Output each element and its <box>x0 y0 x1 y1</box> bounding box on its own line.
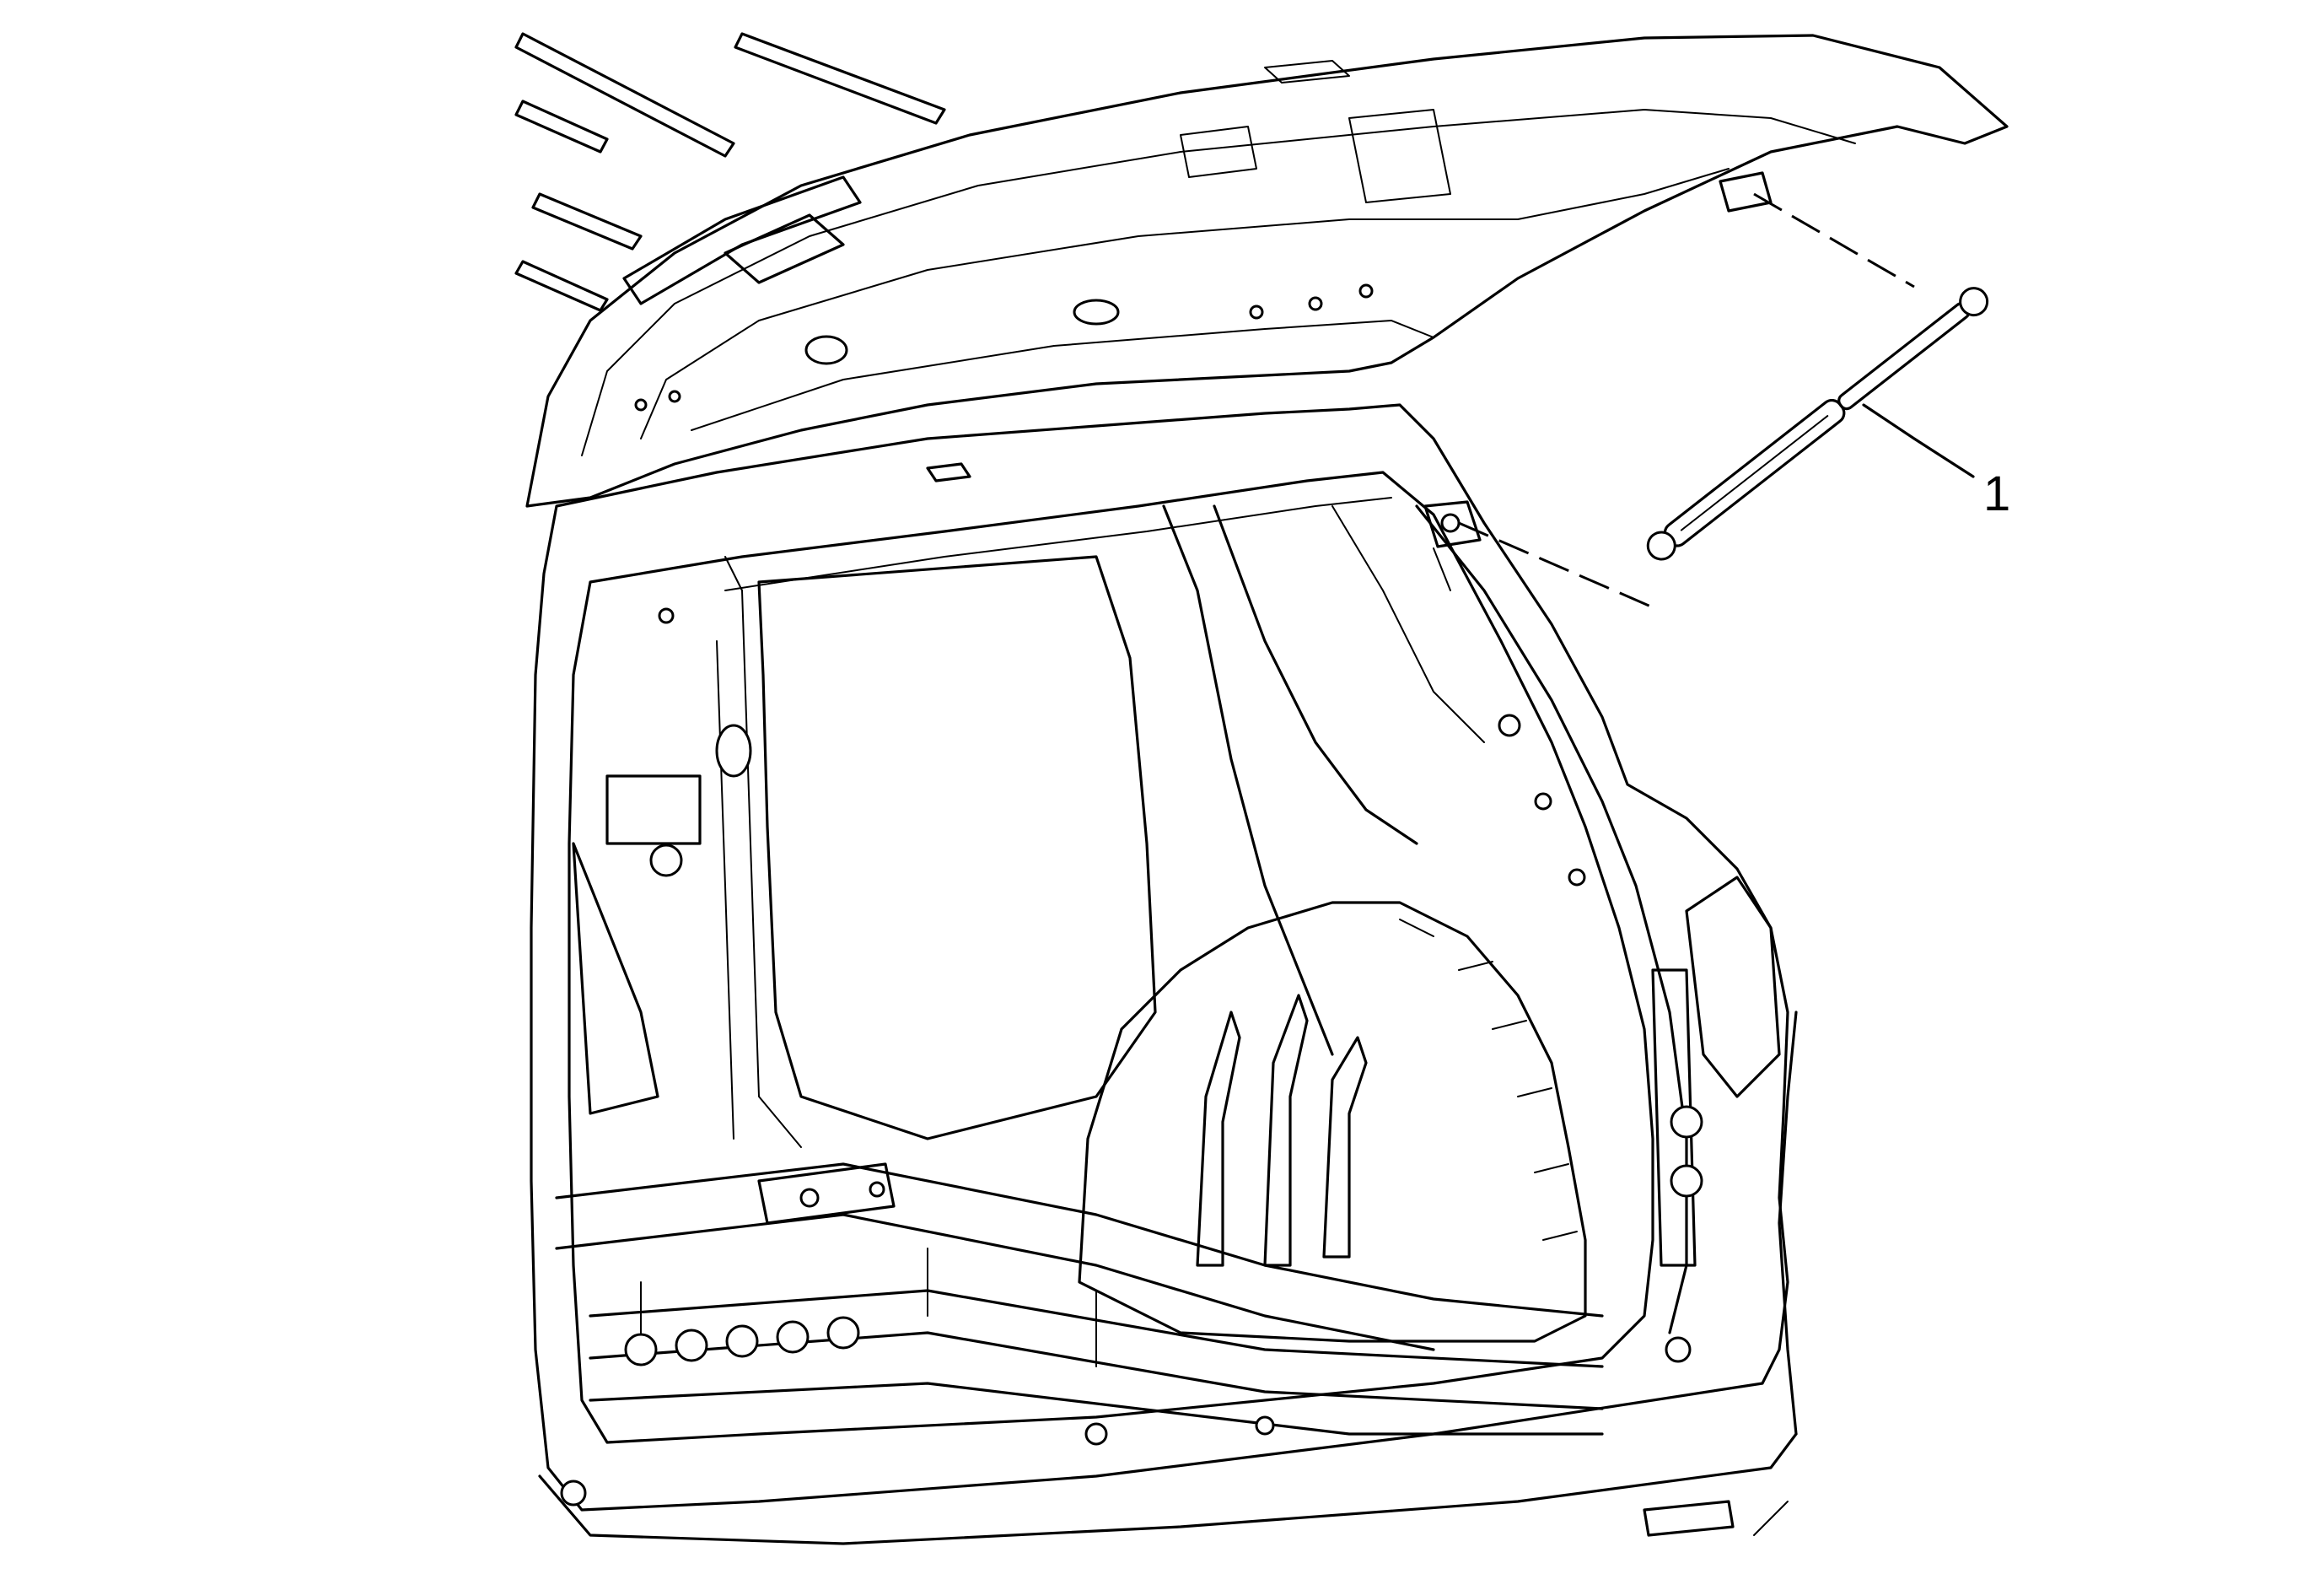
side-window-opening <box>572 555 1157 1148</box>
right-quarter-panel <box>1162 504 1688 1334</box>
roof-rails <box>514 32 946 312</box>
callout-label: 1 <box>1983 466 2010 521</box>
wheelhouse <box>1078 901 1587 1343</box>
rear-sill <box>538 876 1798 1545</box>
lower-strut-mount <box>1423 500 1482 591</box>
body-opening <box>530 403 1789 1512</box>
callout-1: 1 <box>1862 403 2010 521</box>
strut-end-lower <box>1646 531 1676 561</box>
floor-structure <box>555 1162 1604 1446</box>
tail-lamp <box>1685 876 1781 1098</box>
gas-strut <box>1646 287 1989 561</box>
liftgate <box>525 34 2009 508</box>
upper-strut-mount <box>1719 171 1773 213</box>
alignment-lines <box>1458 192 1915 609</box>
strut-end-upper <box>1959 287 1989 317</box>
callout-leader-line <box>1862 403 1975 478</box>
